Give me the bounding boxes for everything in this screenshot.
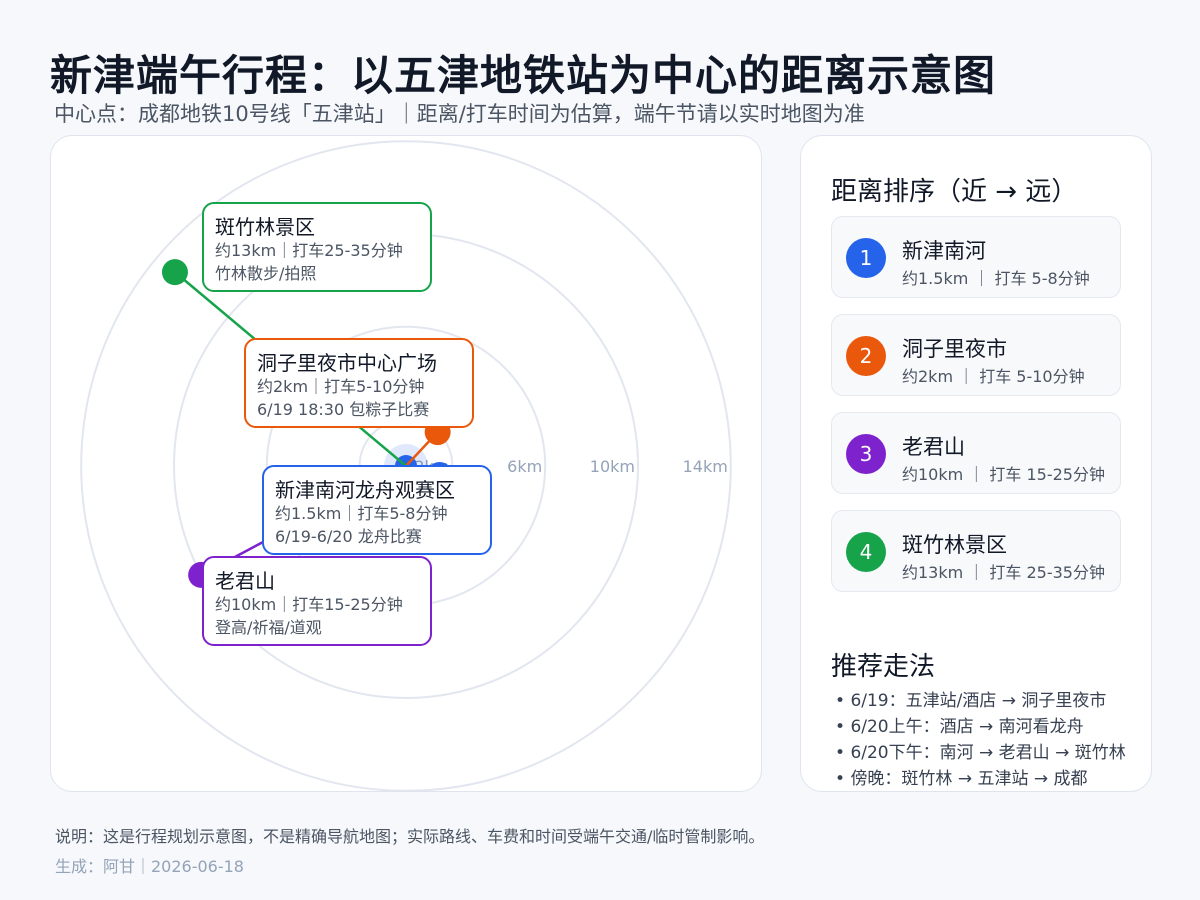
- recommend-list: 6/19：五津站/酒店 → 洞子里夜市 6/20上午：酒店 → 南河看龙舟 6/…: [835, 688, 1126, 792]
- rank-name: 新津南河: [902, 239, 986, 263]
- rank-name: 老君山: [902, 435, 965, 459]
- rank-item-3[interactable]: 3 老君山 约10km ｜ 打车 15-25分钟: [831, 412, 1121, 494]
- page-subtitle: 中心点：成都地铁10号线「五津站」｜距离/打车时间为估算，端午节请以实时地图为准: [54, 102, 865, 126]
- recommend-title: 推荐走法: [831, 652, 936, 682]
- callout-note: 6/19-6/20 龙舟比赛: [275, 527, 422, 546]
- rank-badge: 1: [846, 238, 886, 278]
- callout-dongzili[interactable]: 洞子里夜市中心广场 约2km｜打车5-10分钟 6/19 18:30 包粽子比赛: [244, 338, 474, 428]
- recommend-item: 6/19：五津站/酒店 → 洞子里夜市: [835, 688, 1126, 714]
- ring-label: 14km: [683, 457, 728, 476]
- rank-info: 约13km ｜ 打车 25-35分钟: [902, 563, 1105, 582]
- ring-label: 6km: [507, 457, 542, 476]
- distance-ring-14km: [80, 140, 732, 791]
- ring-label: 10km: [590, 457, 635, 476]
- callout-name: 老君山: [215, 569, 275, 593]
- callout-laojunshan[interactable]: 老君山 约10km｜打车15-25分钟 登高/祈福/道观: [202, 556, 432, 646]
- callout-banzhulin[interactable]: 斑竹林景区 约13km｜打车25-35分钟 竹林散步/拍照: [202, 202, 432, 292]
- rank-name: 洞子里夜市: [902, 337, 1007, 361]
- callout-name: 斑竹林景区: [215, 215, 315, 239]
- callout-nanhe[interactable]: 新津南河龙舟观赛区 约1.5km｜打车5-8分钟 6/19-6/20 龙舟比赛: [262, 465, 492, 555]
- rank-badge: 4: [846, 532, 886, 572]
- rank-info: 约2km ｜ 打车 5-10分钟: [902, 367, 1085, 386]
- callout-note: 竹林散步/拍照: [215, 264, 317, 283]
- recommend-item: 6/20下午：南河 → 老君山 → 斑竹林: [835, 740, 1125, 766]
- distance-map-panel: 2km6km10km14km 斑竹林景区 约13km｜打车25-35分钟 竹林散…: [50, 135, 762, 792]
- rank-badge: 3: [846, 434, 886, 474]
- callout-info: 约1.5km｜打车5-8分钟: [275, 504, 448, 523]
- ranking-title: 距离排序（近 → 远）: [831, 177, 1078, 207]
- callout-note: 6/19 18:30 包粽子比赛: [257, 400, 430, 419]
- recommend-item: 傍晚：斑竹林 → 五津站 → 成都: [835, 766, 1126, 792]
- ranking-panel: 距离排序（近 → 远） 1 新津南河 约1.5km ｜ 打车 5-8分钟 2 洞…: [800, 135, 1152, 792]
- rank-name: 斑竹林景区: [902, 533, 1007, 557]
- footer-note: 说明：这是行程规划示意图，不是精确导航地图；实际路线、车费和时间受端午交通/临时…: [55, 827, 765, 846]
- rank-badge: 2: [846, 336, 886, 376]
- rank-info: 约1.5km ｜ 打车 5-8分钟: [902, 269, 1090, 288]
- footer-generated: 生成：阿甘｜2026-06-18: [55, 857, 244, 876]
- rank-info: 约10km ｜ 打车 15-25分钟: [902, 465, 1105, 484]
- callout-name: 洞子里夜市中心广场: [257, 351, 437, 375]
- rank-item-1[interactable]: 1 新津南河 约1.5km ｜ 打车 5-8分钟: [831, 216, 1121, 298]
- callout-name: 新津南河龙舟观赛区: [275, 478, 455, 502]
- callout-note: 登高/祈福/道观: [215, 618, 322, 637]
- rank-item-2[interactable]: 2 洞子里夜市 约2km ｜ 打车 5-10分钟: [831, 314, 1121, 396]
- rank-item-4[interactable]: 4 斑竹林景区 约13km ｜ 打车 25-35分钟: [831, 510, 1121, 592]
- callout-info: 约10km｜打车15-25分钟: [215, 595, 403, 614]
- page-title: 新津端午行程：以五津地铁站为中心的距离示意图: [50, 51, 997, 100]
- place-marker-banzhulin[interactable]: [161, 259, 188, 286]
- callout-info: 约13km｜打车25-35分钟: [215, 241, 403, 260]
- callout-info: 约2km｜打车5-10分钟: [257, 377, 425, 396]
- recommend-item: 6/20上午：酒店 → 南河看龙舟: [835, 714, 1126, 740]
